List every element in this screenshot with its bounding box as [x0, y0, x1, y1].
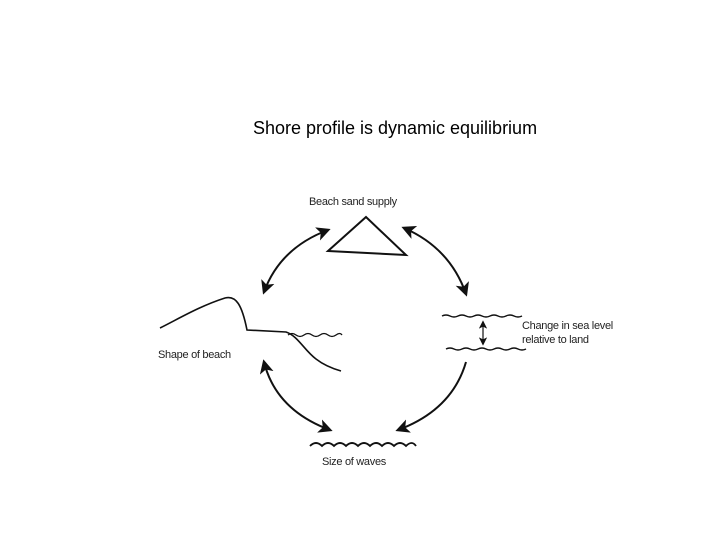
label-sea-level-line1: Change in sea level	[522, 320, 613, 332]
label-sand-supply: Beach sand supply	[309, 196, 397, 208]
label-beach-shape: Shape of beach	[158, 349, 231, 361]
label-sea-level-line2: relative to land	[522, 334, 589, 346]
label-sea-level: Change in sea level relative to land	[522, 319, 613, 347]
label-wave-size: Size of waves	[322, 456, 386, 468]
arrow-supply-beach	[261, 227, 331, 295]
arrow-supply-sealevel	[401, 226, 469, 297]
waves-icon	[309, 442, 417, 448]
sea-level-change-icon	[441, 314, 527, 351]
arrow-sealevel-waves	[395, 361, 467, 433]
slide-title: Shore profile is dynamic equilibrium	[252, 118, 538, 138]
arrow-beach-waves	[259, 359, 333, 433]
sand-pile-icon	[325, 215, 409, 257]
